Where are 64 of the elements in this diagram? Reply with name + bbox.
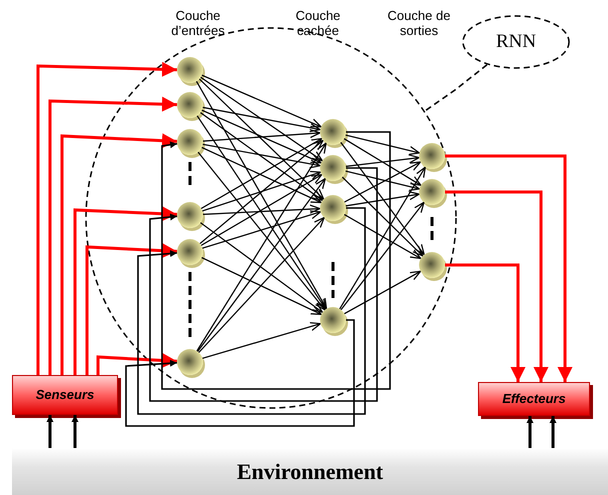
arrow <box>340 202 425 310</box>
arrow <box>125 319 355 427</box>
arrow <box>339 166 426 310</box>
arrow <box>550 416 556 448</box>
arrow <box>149 167 378 402</box>
arrow <box>200 138 322 210</box>
arrow <box>202 204 321 215</box>
arrow <box>445 154 572 382</box>
arrow <box>196 81 328 310</box>
arrow <box>46 415 54 448</box>
arrow <box>198 78 324 200</box>
arrow <box>197 178 326 352</box>
arrow <box>137 207 366 415</box>
arrow <box>74 206 178 375</box>
arrow <box>202 170 322 212</box>
arrow <box>196 115 326 310</box>
arrow <box>48 96 178 375</box>
arrow <box>202 210 322 249</box>
arrow <box>202 144 321 168</box>
arrow <box>200 140 324 244</box>
connector-line <box>424 64 488 112</box>
arrow <box>202 110 322 164</box>
arrow <box>202 146 322 204</box>
arrow <box>202 106 321 132</box>
layer-label: Couche d’entrées <box>170 8 226 38</box>
arrow <box>200 174 322 246</box>
arrow <box>346 154 420 167</box>
ellipse-label: RNN <box>496 30 536 54</box>
box-label: Effecteurs <box>502 390 566 408</box>
layer-label: Couche de sorties <box>386 8 452 38</box>
arrow <box>345 170 420 192</box>
arrow <box>344 270 422 314</box>
layer-label: Couche cachée <box>294 8 342 38</box>
arrow <box>198 216 325 353</box>
arrow <box>342 176 424 256</box>
sensor-box <box>12 375 118 415</box>
effector-box <box>478 382 590 416</box>
arrow <box>198 152 326 310</box>
arrow <box>201 257 322 315</box>
arrow <box>86 243 178 375</box>
arrow <box>345 134 420 156</box>
box-label: Senseurs <box>36 386 94 404</box>
arrow <box>60 133 178 375</box>
arrow <box>344 161 422 203</box>
arrow <box>200 222 324 313</box>
environment-label: Environnement <box>236 458 384 486</box>
arrow <box>344 138 422 186</box>
arrow <box>526 416 534 448</box>
arrow <box>445 190 548 382</box>
arrow <box>200 112 324 201</box>
arrow <box>196 142 327 352</box>
arrow <box>161 131 391 390</box>
arrow <box>202 322 322 359</box>
environment-bar <box>12 448 608 495</box>
arrow <box>36 62 178 375</box>
arrow <box>344 214 422 260</box>
arrow <box>202 74 322 128</box>
arrow <box>445 264 526 382</box>
arrow <box>200 76 323 162</box>
arrow <box>346 191 420 206</box>
arrow <box>202 129 321 142</box>
arrow <box>340 142 425 256</box>
arrow <box>72 415 78 448</box>
arrow <box>96 353 178 375</box>
